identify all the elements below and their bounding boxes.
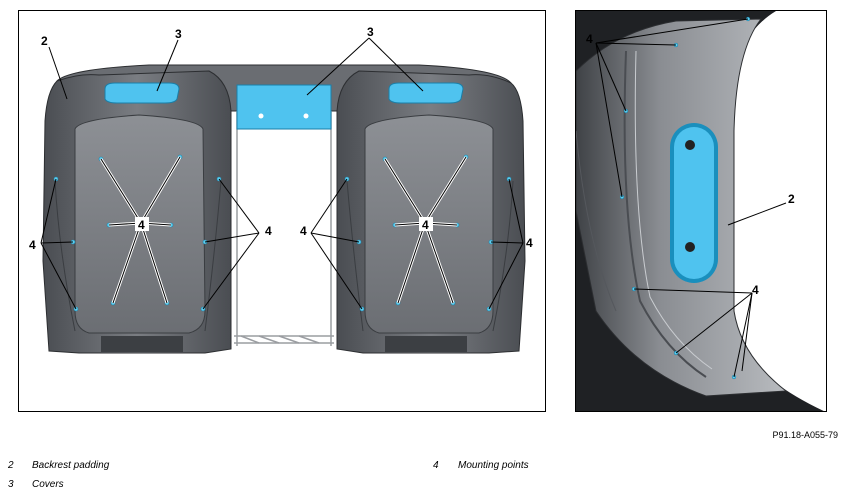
overview-figure: 2 3 3 4 4 4 4 4 4 (18, 10, 546, 412)
cover-left (104, 82, 180, 104)
callout-mounting-outer-right: 4 (526, 236, 533, 250)
leader-lines (40, 37, 524, 310)
callout-mounting-left-center: 4 (138, 218, 145, 232)
covers (104, 82, 464, 130)
callout-mounting-outer-left: 4 (29, 238, 36, 252)
detail-cover (670, 123, 718, 283)
figure-code: P91.18-A055-79 (772, 430, 838, 440)
callout-backrest-padding: 2 (41, 34, 48, 48)
legend-label-backrest-padding: Backrest padding (32, 460, 110, 471)
frame-crossbars (234, 111, 334, 346)
legend-num-mounting-points: 4 (433, 460, 439, 471)
backrest-overview-drawing: 2 3 3 4 4 4 4 4 4 (29, 25, 533, 354)
legend-label-mounting-points: Mounting points (458, 460, 529, 471)
detail-figure: 4 2 4 (575, 10, 827, 412)
callout-mounting-mid-right: 4 (300, 224, 307, 238)
callout-mounting-mid-left: 4 (265, 224, 272, 238)
cover-right (388, 82, 464, 104)
callout-mounting-right-center: 4 (422, 218, 429, 232)
detail-callout-backrest-padding: 2 (788, 192, 795, 206)
callout-cover-right: 3 (367, 25, 374, 39)
cover-center (236, 84, 332, 130)
backrest-detail-drawing: 4 2 4 (576, 11, 824, 411)
legend-num-covers: 3 (8, 479, 14, 490)
detail-callout-mounting-bottom: 4 (752, 283, 759, 297)
detail-callout-mounting-top: 4 (586, 32, 593, 46)
legend-num-backrest-padding: 2 (8, 460, 14, 471)
callout-cover-left: 3 (175, 27, 182, 41)
legend-label-covers: Covers (32, 479, 64, 490)
